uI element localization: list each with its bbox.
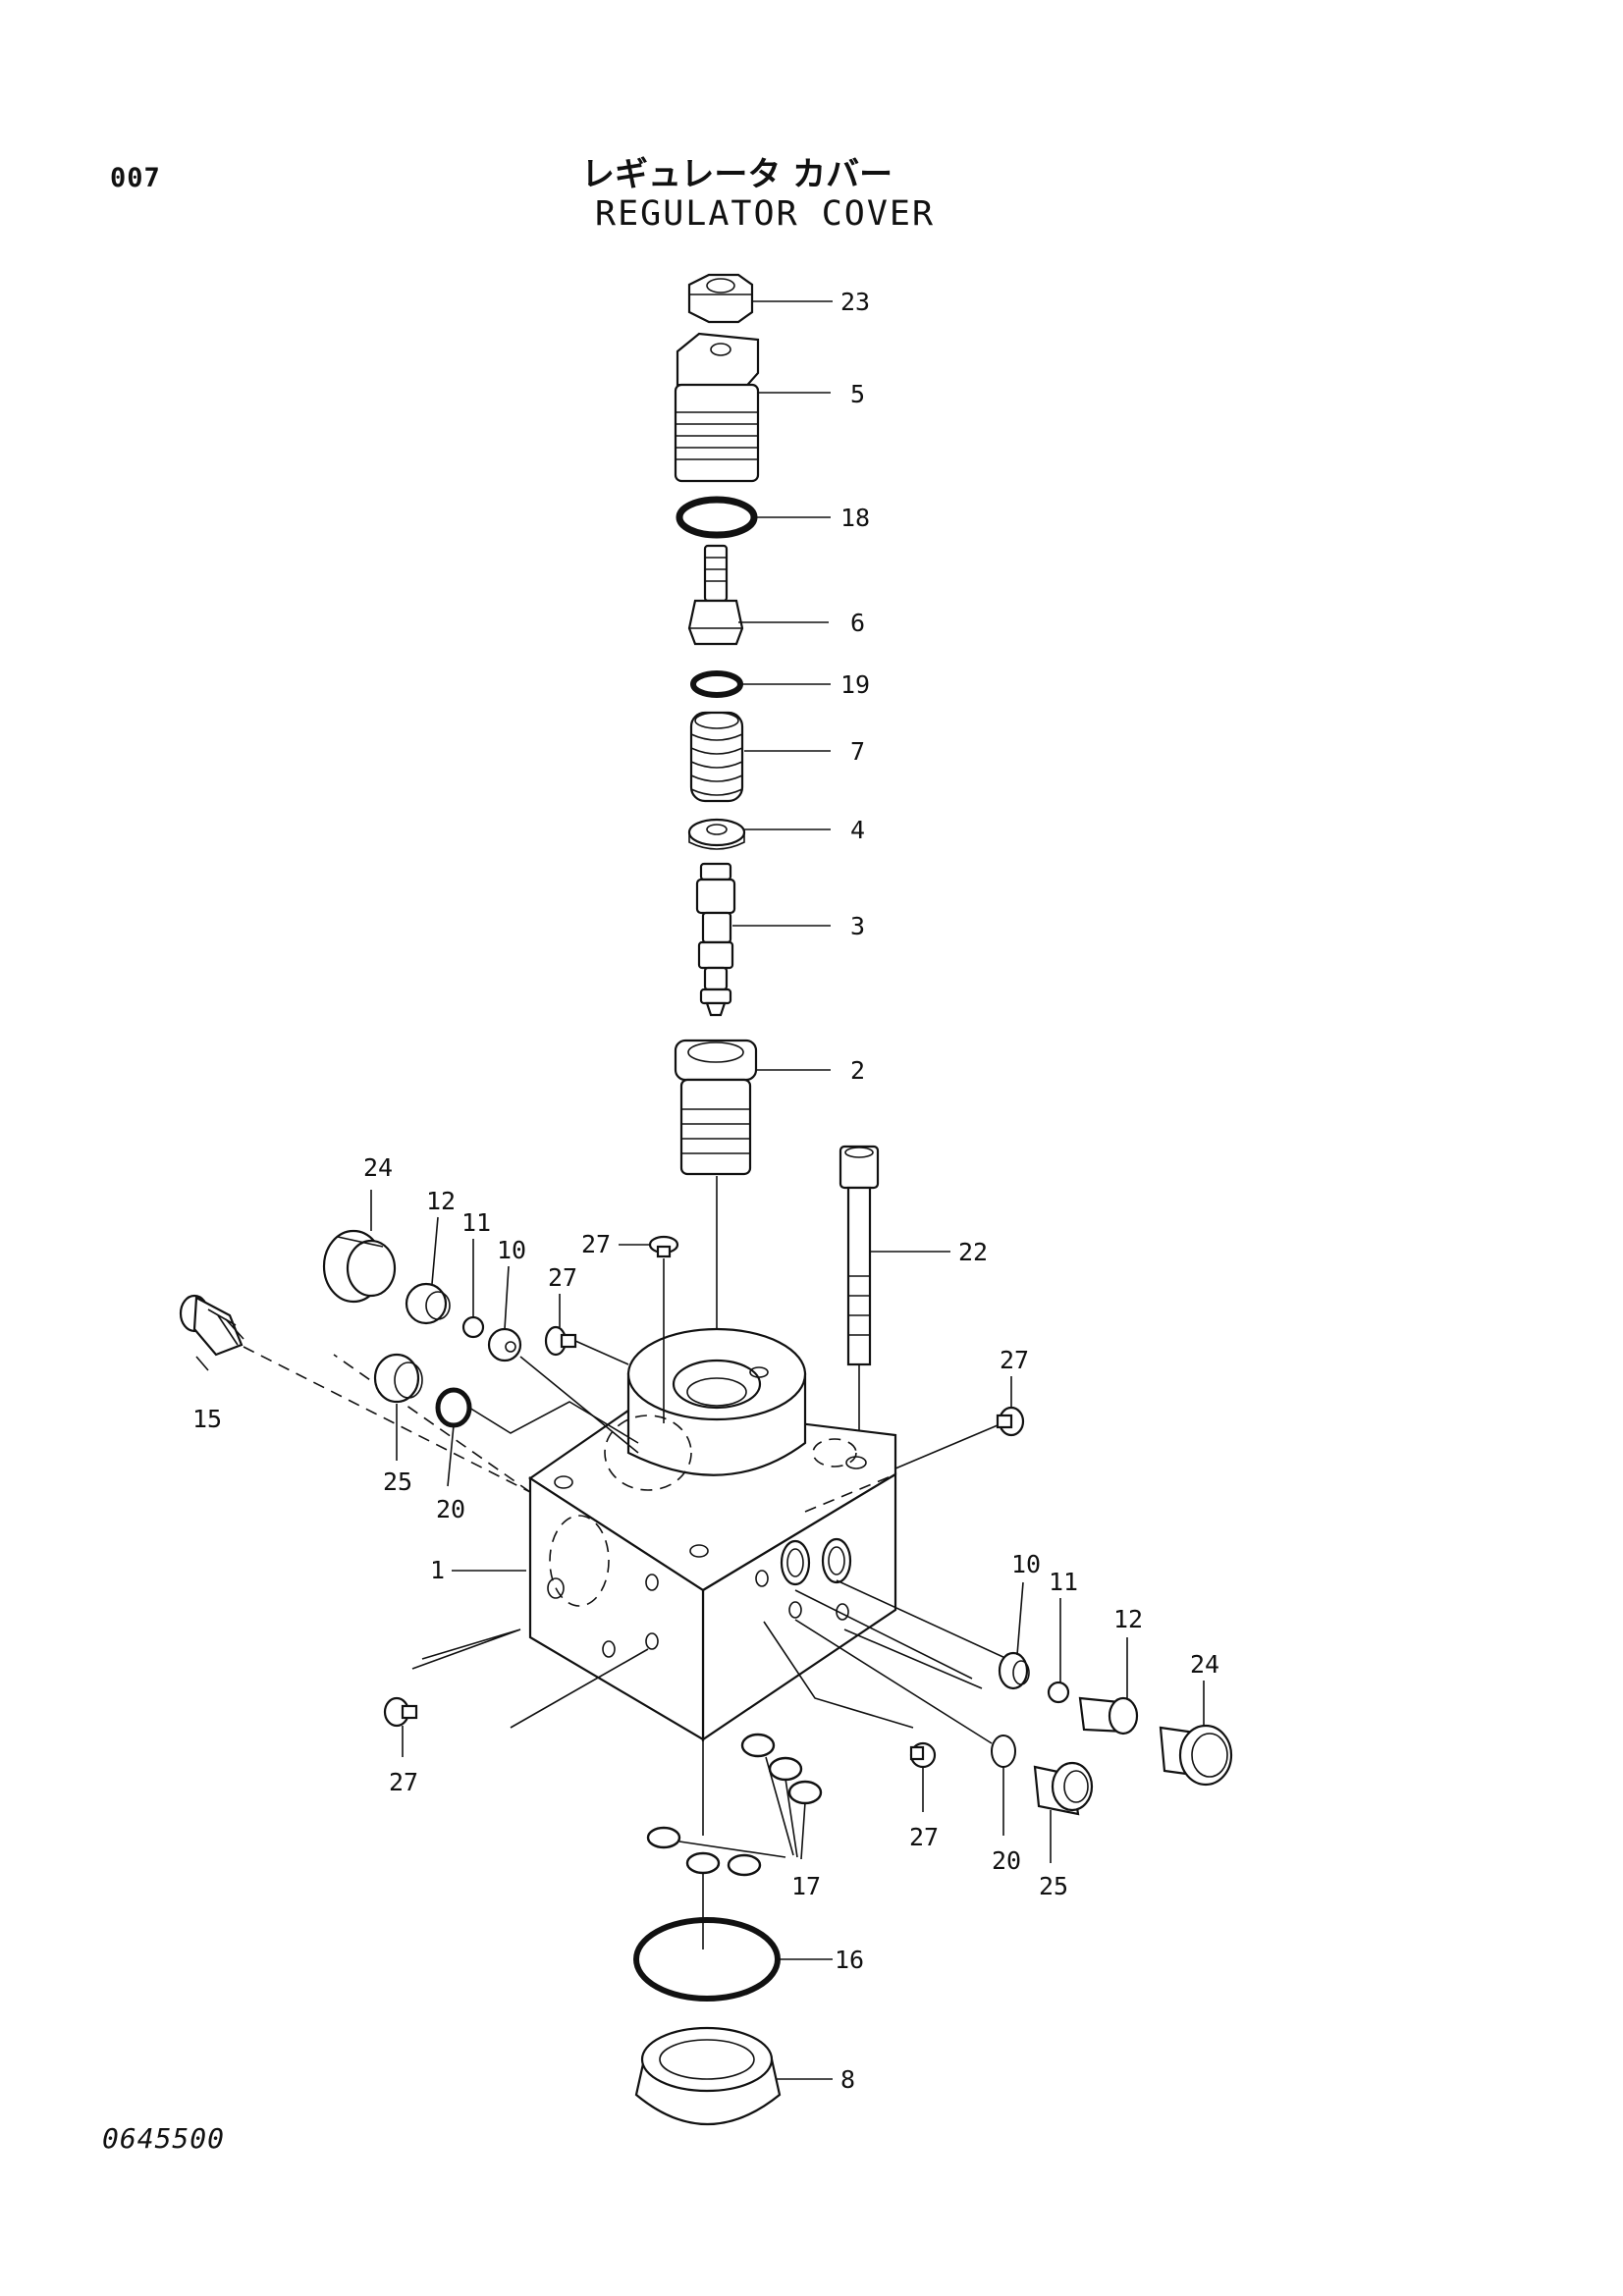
callout-16: 16 xyxy=(835,1946,864,1974)
part-20-ring-right xyxy=(991,1735,1016,1768)
part-24-plug-left xyxy=(322,1229,397,1304)
callout-27-bottom-right: 27 xyxy=(909,1823,939,1851)
part-12-plug-right xyxy=(1078,1696,1139,1735)
title-english: REGULATOR COVER xyxy=(595,194,936,234)
callout-2: 2 xyxy=(850,1056,865,1085)
part-27-screw-bottom-right xyxy=(909,1741,937,1769)
callout-20-right: 20 xyxy=(992,1846,1021,1875)
part-3-spool xyxy=(695,862,736,1017)
callout-25-left: 25 xyxy=(383,1468,412,1496)
callout-27-bottom-left: 27 xyxy=(389,1768,418,1796)
part-11-ball-right xyxy=(1047,1681,1070,1704)
part-27-screw-top xyxy=(648,1235,679,1258)
callout-27-left: 27 xyxy=(548,1263,577,1292)
callout-25-right: 25 xyxy=(1039,1872,1068,1900)
part-8-seat xyxy=(634,2026,782,2126)
drawing-number: 0645500 xyxy=(102,2122,226,2155)
callout-17: 17 xyxy=(791,1872,821,1900)
part-27-screw-bottom-left xyxy=(383,1696,418,1728)
callout-22: 22 xyxy=(958,1238,988,1266)
part-18-o-ring xyxy=(676,496,758,539)
callout-27-top: 27 xyxy=(581,1230,611,1258)
callout-23: 23 xyxy=(840,288,870,316)
leader-lines xyxy=(195,300,1205,2080)
part-11-ball-left xyxy=(461,1315,485,1339)
part-22-bolt xyxy=(839,1145,880,1453)
callout-15: 15 xyxy=(192,1405,222,1433)
callout-11-right: 11 xyxy=(1049,1568,1078,1596)
part-27-screw-right-top xyxy=(996,1406,1025,1437)
callout-19: 19 xyxy=(840,670,870,699)
callout-6: 6 xyxy=(850,609,865,637)
callout-10-left: 10 xyxy=(497,1236,526,1264)
part-6-spring-seat xyxy=(687,544,744,646)
page-number: 007 xyxy=(110,163,161,193)
title-japanese: レギュレータ カバー xyxy=(581,155,893,194)
part-10-plug-right xyxy=(998,1651,1030,1690)
callout-labels: 23 5 18 6 19 7 4 3 2 22 24 12 11 10 27 2… xyxy=(192,288,1219,2094)
part-25-plug-left xyxy=(373,1353,423,1404)
part-19-ring xyxy=(690,670,743,698)
callout-24-right: 24 xyxy=(1190,1650,1219,1679)
part-10-plug-left xyxy=(487,1327,522,1362)
callout-4: 4 xyxy=(850,816,865,844)
part-20-ring-left xyxy=(435,1387,472,1428)
callout-11-left: 11 xyxy=(461,1208,491,1237)
callout-1: 1 xyxy=(430,1556,445,1584)
part-27-screw-left xyxy=(544,1325,577,1357)
part-24-plug-right xyxy=(1159,1724,1233,1787)
part-16-o-ring xyxy=(633,1917,781,2002)
part-23-nut xyxy=(687,273,754,324)
part-15-plug xyxy=(179,1294,244,1357)
callout-7: 7 xyxy=(850,737,865,766)
part-5-plug xyxy=(674,332,760,483)
part-25-plug-right xyxy=(1033,1761,1094,1816)
part-2-sleeve xyxy=(674,1039,758,1176)
callout-27-right-top: 27 xyxy=(1000,1346,1029,1374)
callout-5: 5 xyxy=(850,380,865,408)
part-17-o-rings xyxy=(646,1733,823,1877)
part-12-plug-left xyxy=(405,1282,451,1325)
callout-10-right: 10 xyxy=(1011,1550,1041,1578)
callout-12-right: 12 xyxy=(1113,1605,1143,1633)
callout-8: 8 xyxy=(840,2065,855,2094)
callout-20-left: 20 xyxy=(436,1495,465,1523)
part-4-washer xyxy=(687,818,746,850)
part-1-body xyxy=(333,1327,897,1742)
callout-18: 18 xyxy=(840,504,870,532)
callout-24-left: 24 xyxy=(363,1153,393,1182)
callout-12-left: 12 xyxy=(426,1187,456,1215)
part-7-spring xyxy=(689,711,744,803)
callout-3: 3 xyxy=(850,912,865,940)
